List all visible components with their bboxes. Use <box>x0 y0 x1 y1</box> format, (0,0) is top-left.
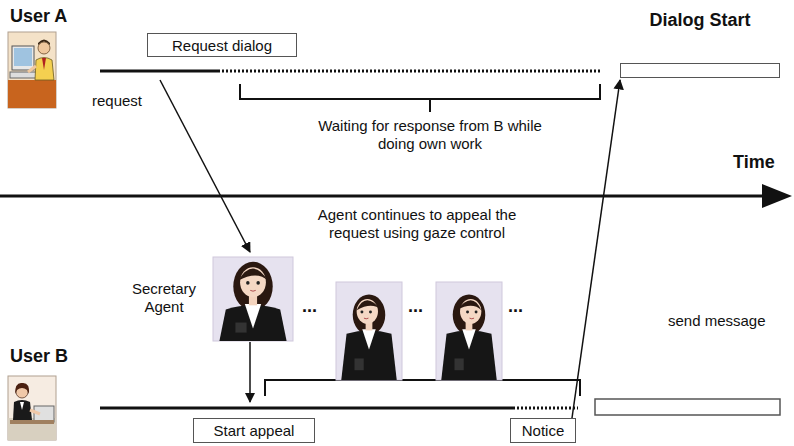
dialog-start: Dialog Start <box>618 6 782 80</box>
note: Agent continues to appeal the request us… <box>292 206 542 242</box>
bracket <box>265 380 580 396</box>
user-b-icon <box>8 376 56 440</box>
axis-label: Time <box>733 152 775 174</box>
dialog-bar <box>620 63 780 78</box>
request-arrow <box>160 80 250 252</box>
note: Waiting for response from B while doing … <box>305 117 555 153</box>
user-a-icon <box>8 32 56 108</box>
timeline-a <box>100 70 220 73</box>
event-box: Start appeal <box>193 418 315 443</box>
bracket <box>240 84 600 112</box>
event-box: Request dialog <box>147 33 297 57</box>
ellipsis: ... <box>408 296 423 318</box>
agent-figure <box>336 282 402 380</box>
agent-figure <box>436 282 502 380</box>
dialog-bar <box>595 399 780 415</box>
agent-figure <box>213 257 293 341</box>
agent-label: Secretary Agent <box>120 280 208 316</box>
timeline-b-notice <box>517 407 578 410</box>
box-label: Request dialog <box>172 37 272 54</box>
heading: Dialog Start <box>618 10 782 31</box>
timeline-a-wait <box>222 70 600 73</box>
message-arrow <box>572 80 620 418</box>
ellipsis: ... <box>508 296 523 318</box>
time-arrowhead <box>762 184 792 208</box>
box-label: Notice <box>522 422 565 439</box>
arrow-label: request <box>92 92 142 110</box>
time-axis <box>0 195 764 198</box>
ellipsis: ... <box>302 296 317 318</box>
timeline-b <box>100 407 515 410</box>
edge-label: send message <box>668 312 766 330</box>
appeal-arrow <box>249 342 251 402</box>
user-name: User B <box>10 346 68 368</box>
event-box: Notice <box>510 418 576 443</box>
box-label: Start appeal <box>214 422 295 439</box>
user-name: User A <box>10 6 67 28</box>
